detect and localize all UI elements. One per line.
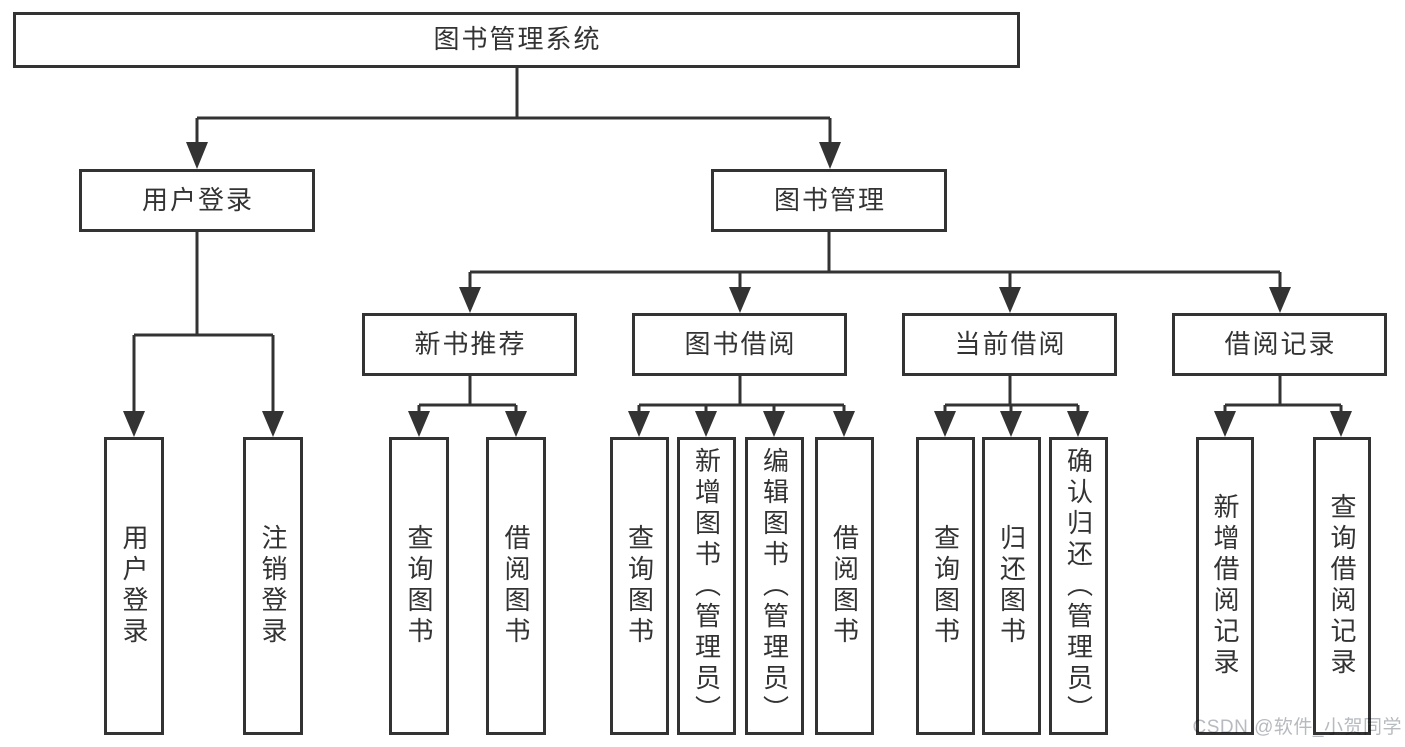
node-leaf-add-borrow-record: 新增借阅记录 <box>1196 437 1254 735</box>
node-leaf-recommend-borrow-books-label: 借阅图书 <box>501 524 531 648</box>
csdn-watermark: CSDN @软件_小贺同学 <box>1192 717 1402 738</box>
connector-book-borrow-children <box>637 376 846 416</box>
node-user-login-label: 用户登录 <box>141 184 254 215</box>
node-new-book-recommend-label: 新书推荐 <box>414 328 527 359</box>
node-book-borrow-label: 图书借阅 <box>684 328 797 359</box>
node-leaf-recommend-query-books: 查询图书 <box>389 437 449 735</box>
node-leaf-confirm-return-admin-label: 确认归还（管理员） <box>1063 446 1094 726</box>
node-leaf-return-books: 归还图书 <box>982 437 1041 735</box>
arrowheads-level2 <box>186 142 841 169</box>
node-current-borrow-label: 当前借阅 <box>954 328 1067 359</box>
node-leaf-confirm-return-admin: 确认归还（管理员） <box>1049 437 1108 735</box>
node-leaf-borrow-books-label: 借阅图书 <box>829 524 860 648</box>
node-leaf-logout-label: 注销登录 <box>258 524 288 648</box>
arrowheads-current-borrow-children <box>934 411 1089 437</box>
connector-user-login-children <box>132 232 275 414</box>
node-book-management: 图书管理 <box>711 169 947 232</box>
node-leaf-return-books-label: 归还图书 <box>996 524 1027 648</box>
connector-borrow-record-children <box>1223 376 1343 416</box>
node-borrow-records: 借阅记录 <box>1172 313 1387 376</box>
node-leaf-recommend-borrow-books: 借阅图书 <box>486 437 546 735</box>
node-borrow-records-label: 借阅记录 <box>1224 328 1337 359</box>
node-leaf-edit-books-admin-label: 编辑图书（管理员） <box>759 446 790 726</box>
node-root-system: 图书管理系统 <box>13 12 1020 68</box>
node-leaf-query-borrow-record-label: 查询借阅记录 <box>1327 493 1357 679</box>
node-leaf-add-borrow-record-label: 新增借阅记录 <box>1210 493 1240 679</box>
node-leaf-query-borrow-record: 查询借阅记录 <box>1313 437 1371 735</box>
node-leaf-edit-books-admin: 编辑图书（管理员） <box>745 437 804 735</box>
node-current-borrow: 当前借阅 <box>902 313 1117 376</box>
node-book-management-label: 图书管理 <box>773 184 886 215</box>
node-book-borrow: 图书借阅 <box>632 313 847 376</box>
connector-book-management-children <box>468 232 1282 290</box>
node-leaf-current-query-books-label: 查询图书 <box>930 524 961 648</box>
node-leaf-add-books-admin-label: 新增图书（管理员） <box>691 446 722 726</box>
node-user-login: 用户登录 <box>79 169 315 232</box>
connector-new-book-children <box>417 376 518 416</box>
connector-root-to-level2 <box>195 68 832 146</box>
node-root-system-label: 图书管理系统 <box>433 24 602 55</box>
node-leaf-logout: 注销登录 <box>243 437 303 735</box>
node-leaf-user-login: 用户登录 <box>104 437 164 735</box>
node-leaf-borrow-books: 借阅图书 <box>815 437 874 735</box>
arrowheads-borrow-record-children <box>1214 411 1352 437</box>
node-new-book-recommend: 新书推荐 <box>362 313 577 376</box>
node-leaf-borrow-query-books-label: 查询图书 <box>624 524 655 648</box>
arrowheads-book-borrow-children <box>628 411 855 437</box>
arrowheads-new-book-children <box>408 411 527 437</box>
arrowheads-level3 <box>459 287 1291 313</box>
node-leaf-current-query-books: 查询图书 <box>916 437 975 735</box>
arrowheads-user-login-children <box>123 411 284 437</box>
node-leaf-add-books-admin: 新增图书（管理员） <box>677 437 736 735</box>
connector-current-borrow-children <box>943 376 1080 416</box>
node-leaf-user-login-label: 用户登录 <box>119 524 149 648</box>
node-leaf-recommend-query-books-label: 查询图书 <box>404 524 434 648</box>
node-leaf-borrow-query-books: 查询图书 <box>610 437 669 735</box>
